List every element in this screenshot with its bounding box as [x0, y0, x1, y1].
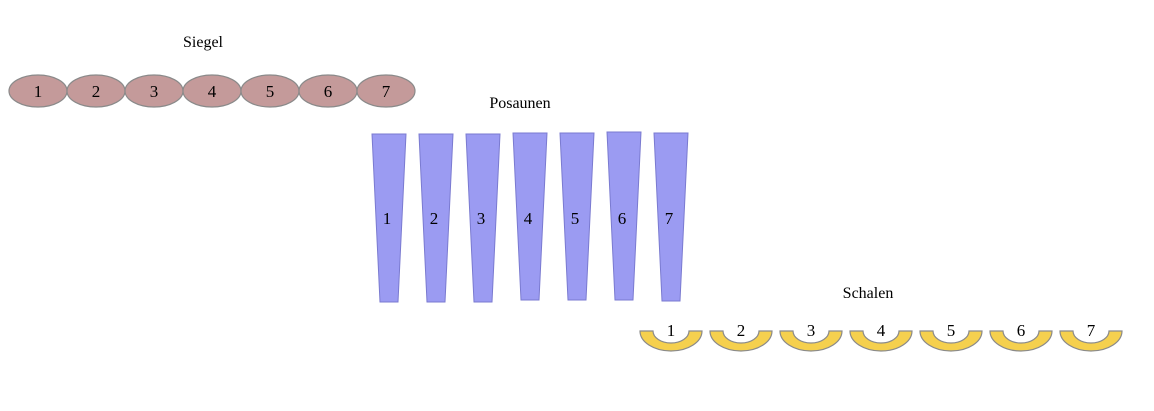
trumpet-6: 6: [606, 131, 642, 301]
trumpet-label: 5: [571, 209, 580, 228]
bowl-shape: [639, 330, 703, 352]
trumpet-shape: [418, 133, 454, 303]
bowl-label: 5: [947, 321, 956, 340]
seal-label: 5: [266, 82, 275, 101]
bowl-shape: [989, 330, 1053, 352]
siegel-title: Siegel: [183, 34, 224, 51]
bowl-4: 4: [849, 321, 913, 352]
trumpet-shape: [465, 133, 501, 303]
trumpet-shape: [371, 133, 407, 303]
trumpet-7: 7: [653, 132, 689, 302]
seal-label: 2: [92, 82, 101, 101]
trumpet-label: 1: [383, 209, 392, 228]
seal-6: 6: [298, 74, 358, 108]
posaunen-title: Posaunen: [489, 95, 550, 112]
seal-7: 7: [356, 74, 416, 108]
trumpet-label: 6: [618, 209, 627, 228]
bowl-5: 5: [919, 321, 983, 352]
bowl-1: 1: [639, 321, 703, 352]
bowl-shape: [779, 330, 843, 352]
seal-label: 1: [34, 82, 43, 101]
bowl-label: 7: [1087, 321, 1096, 340]
trumpet-2: 2: [418, 133, 454, 303]
seal-label: 7: [382, 82, 391, 101]
trumpet-shape: [512, 132, 548, 301]
seal-label: 6: [324, 82, 333, 101]
trumpet-label: 4: [524, 209, 533, 228]
trumpet-5: 5: [559, 132, 595, 301]
bowl-label: 3: [807, 321, 816, 340]
trumpet-shape: [606, 131, 642, 301]
schalen-group: 1 2 3 4 5 6 7: [639, 321, 1123, 352]
trumpet-label: 2: [430, 209, 439, 228]
bowl-label: 4: [877, 321, 886, 340]
posaunen-group: 1 2 3 4 5 6 7: [371, 131, 689, 303]
seal-3: 3: [124, 74, 184, 108]
trumpet-4: 4: [512, 132, 548, 301]
bowl-label: 1: [667, 321, 676, 340]
bowl-3: 3: [779, 321, 843, 352]
bowl-shape: [919, 330, 983, 352]
bowl-label: 6: [1017, 321, 1026, 340]
seal-label: 4: [208, 82, 217, 101]
bowl-label: 2: [737, 321, 746, 340]
bowl-shape: [1059, 330, 1123, 352]
seal-label: 3: [150, 82, 159, 101]
trumpet-label: 3: [477, 209, 486, 228]
schalen-title: Schalen: [843, 285, 894, 302]
bowl-shape: [849, 330, 913, 352]
seal-shape: [356, 74, 416, 108]
seal-2: 2: [66, 74, 126, 108]
trumpet-label: 7: [665, 209, 674, 228]
trumpet-shape: [653, 132, 689, 302]
bowl-6: 6: [989, 321, 1053, 352]
bowl-7: 7: [1059, 321, 1123, 352]
seal-4: 4: [182, 74, 242, 108]
trumpet-1: 1: [371, 133, 407, 303]
trumpet-3: 3: [465, 133, 501, 303]
seal-5: 5: [240, 74, 300, 108]
siegel-group: 1 2 3 4 5 6 7: [8, 74, 416, 108]
seal-1: 1: [8, 74, 68, 108]
trumpet-shape: [559, 132, 595, 301]
bowl-shape: [709, 330, 773, 352]
bowl-2: 2: [709, 321, 773, 352]
